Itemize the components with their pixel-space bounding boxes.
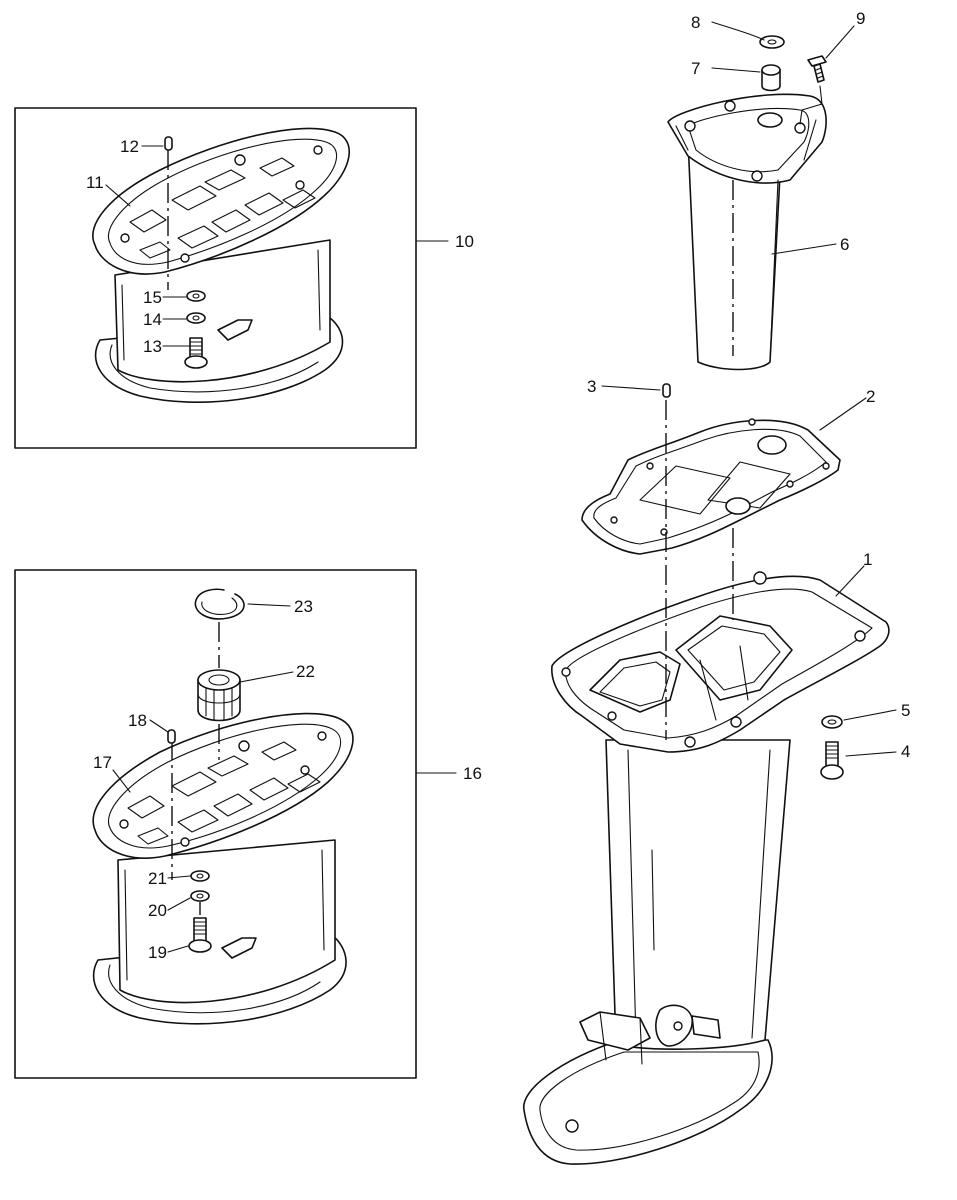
callout-20: 20 — [148, 901, 167, 920]
callout-14: 14 — [143, 310, 162, 329]
callout-2: 2 — [866, 387, 875, 406]
callout-16: 16 — [463, 764, 482, 783]
callout-23: 23 — [294, 597, 313, 616]
callout-9: 9 — [856, 9, 865, 28]
callout-5: 5 — [901, 701, 910, 720]
callout-15: 15 — [143, 288, 162, 307]
callout-10: 10 — [455, 232, 474, 251]
callout-12: 12 — [120, 137, 139, 156]
small-hardware — [759, 35, 827, 125]
gasket — [581, 418, 841, 555]
callout-1: 1 — [863, 550, 872, 569]
callout-21: 21 — [148, 869, 167, 888]
callout-13: 13 — [143, 337, 162, 356]
spacer-plate-lower — [92, 588, 354, 1025]
callout-17: 17 — [93, 753, 112, 772]
exhaust-tube — [667, 93, 827, 371]
inset-frame-lower — [14, 569, 417, 1079]
callout-22: 22 — [296, 662, 315, 681]
callout-7: 7 — [691, 59, 700, 78]
housing-fasteners — [820, 715, 844, 780]
callout-19: 19 — [148, 943, 167, 962]
callout-8: 8 — [691, 13, 700, 32]
inset-frame-upper — [14, 107, 417, 449]
callout-11: 11 — [86, 173, 104, 192]
callout-18: 18 — [128, 711, 147, 730]
callout-3: 3 — [587, 377, 596, 396]
callout-4: 4 — [901, 742, 910, 761]
driveshaft-housing — [523, 400, 890, 1165]
dowel-pin-3 — [662, 383, 671, 398]
spacer-plate-upper — [92, 127, 350, 403]
callout-6: 6 — [840, 235, 849, 254]
